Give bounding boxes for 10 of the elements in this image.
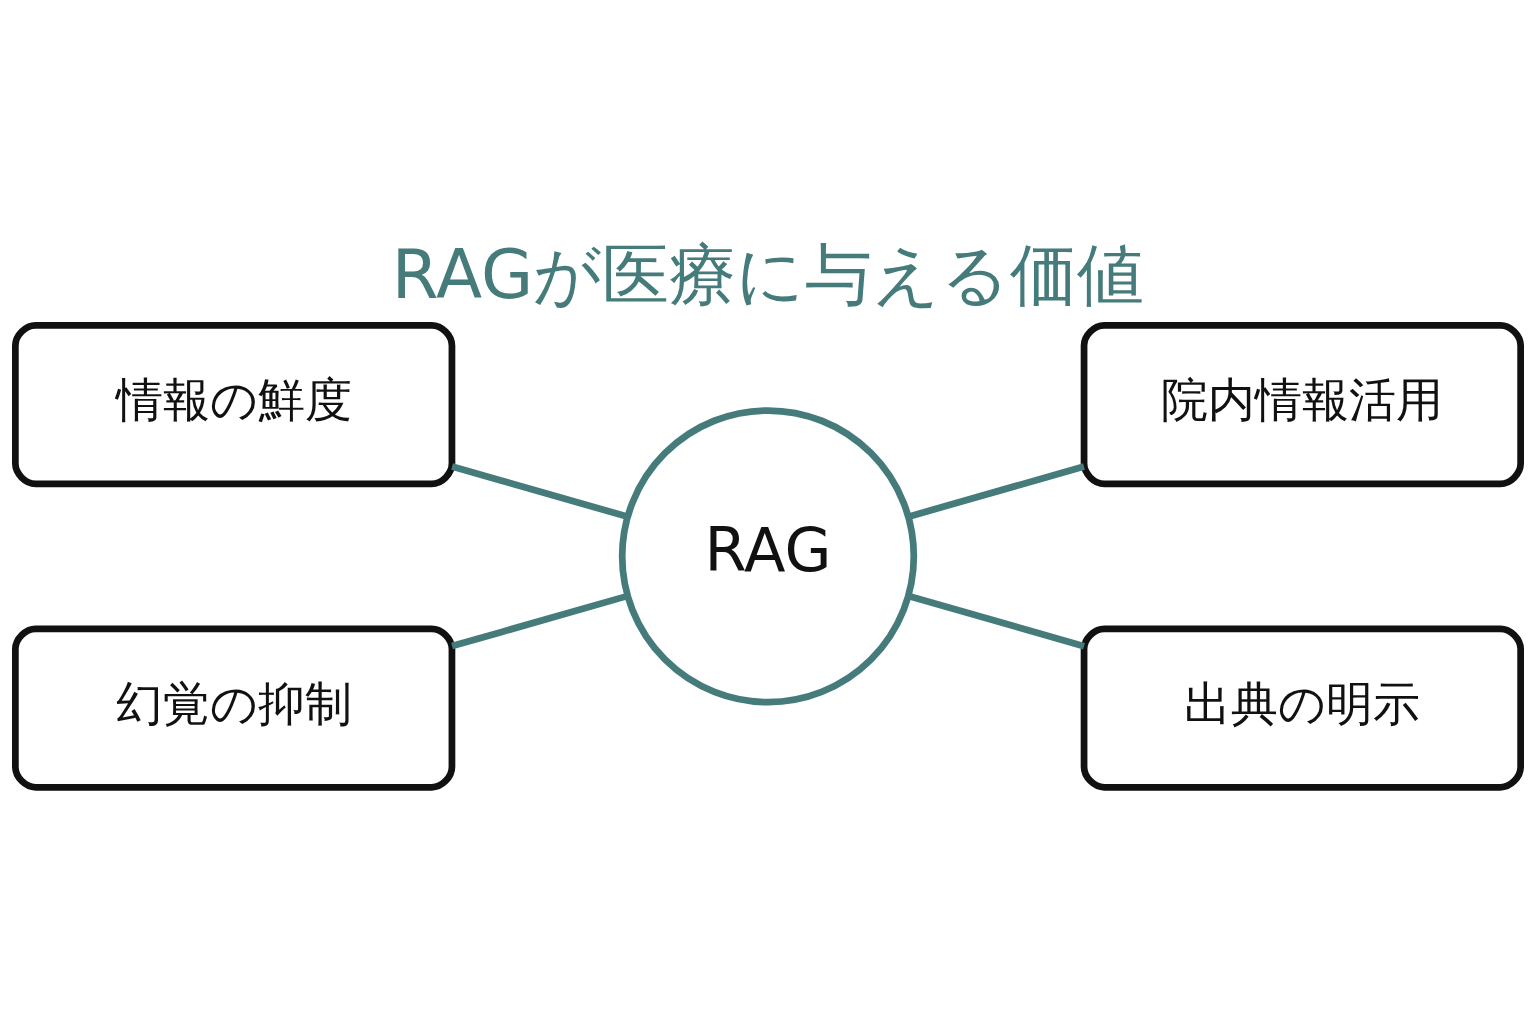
connector [907,592,1085,649]
node-box: 出典の明示 [1080,624,1524,791]
connector [451,592,628,649]
node-circle: RAG [618,406,918,705]
node-box: 院内情報活用 [1080,321,1524,487]
connector [907,462,1085,520]
diagram-title: RAGが医療に与える価値 [391,234,1145,314]
connector [451,462,628,520]
node-box: 幻覚の抑制 [12,624,456,791]
node-box: 情報の鮮度 [12,321,456,487]
